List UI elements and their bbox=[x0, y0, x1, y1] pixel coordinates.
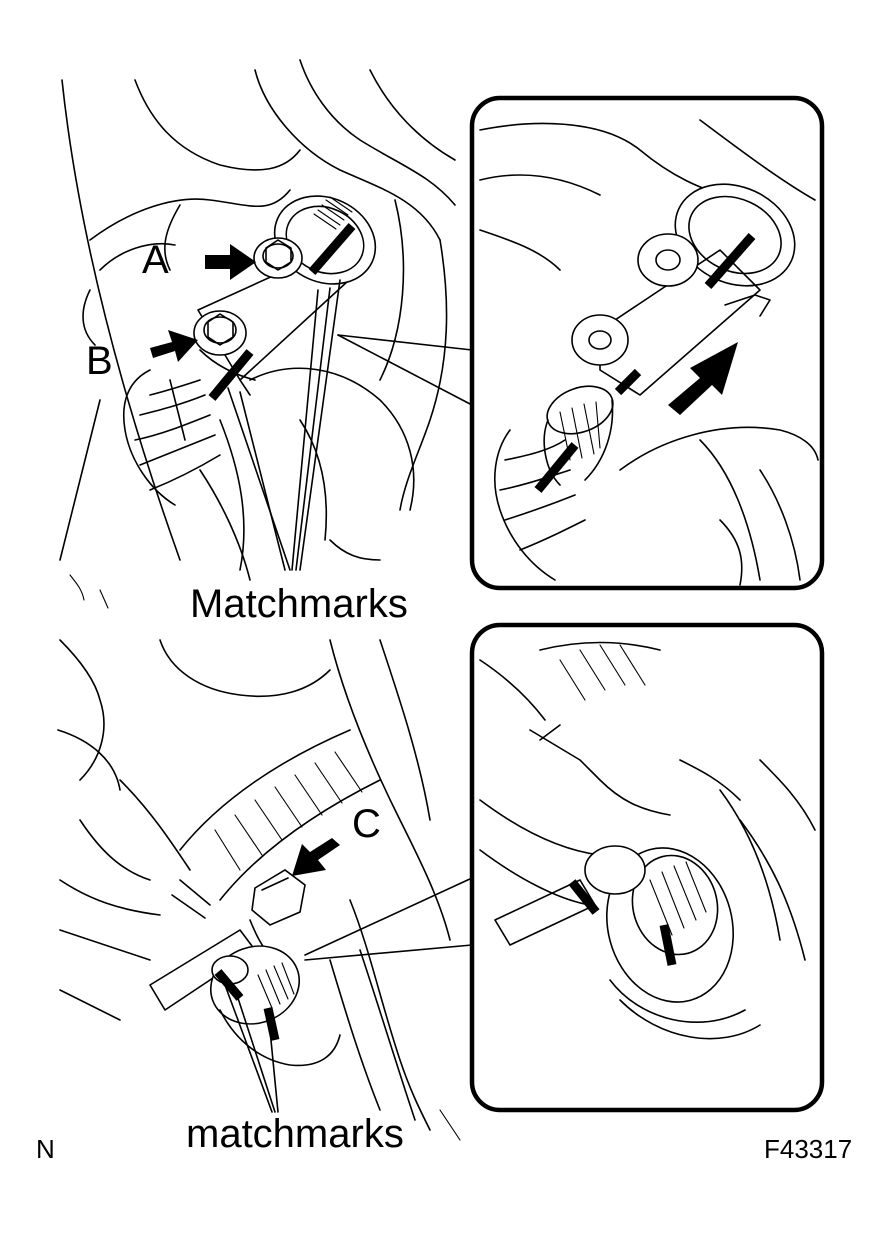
upper-detail-inset bbox=[469, 95, 825, 591]
matchmark-icon bbox=[263, 1007, 280, 1041]
upper-main-view bbox=[59, 59, 473, 609]
arrow-icon bbox=[668, 342, 738, 415]
lower-main-view bbox=[57, 639, 473, 1141]
bolt-c bbox=[251, 869, 306, 926]
matchmark-icon bbox=[208, 349, 254, 401]
upper-spline-shaft bbox=[313, 196, 353, 230]
upper-inset-bolt-hole-top bbox=[637, 233, 699, 287]
bolt-a bbox=[253, 237, 303, 279]
matchmark-icon bbox=[659, 924, 677, 966]
label-matchmarks-lower: matchmarks bbox=[186, 1112, 404, 1156]
label-figure-id: F43317 bbox=[764, 1134, 852, 1164]
bolt-b bbox=[193, 310, 247, 356]
label-matchmarks-upper: Matchmarks bbox=[190, 582, 408, 626]
label-corner-code: N bbox=[36, 1134, 55, 1164]
matchmark-icon bbox=[534, 442, 579, 493]
label-bolt-b: B bbox=[86, 339, 113, 383]
upper-inset-bolt-hole-bottom bbox=[571, 314, 629, 366]
matchmark-icon bbox=[614, 368, 642, 396]
matchmark-icon bbox=[308, 223, 356, 275]
arrow-icon bbox=[292, 838, 340, 876]
arrow-icon bbox=[150, 330, 198, 362]
label-bolt-c: C bbox=[352, 802, 381, 846]
arrow-icon bbox=[205, 244, 256, 280]
matchmark-icon bbox=[568, 879, 600, 915]
lower-detail-inset bbox=[469, 622, 825, 1113]
label-bolt-a: A bbox=[142, 238, 169, 282]
